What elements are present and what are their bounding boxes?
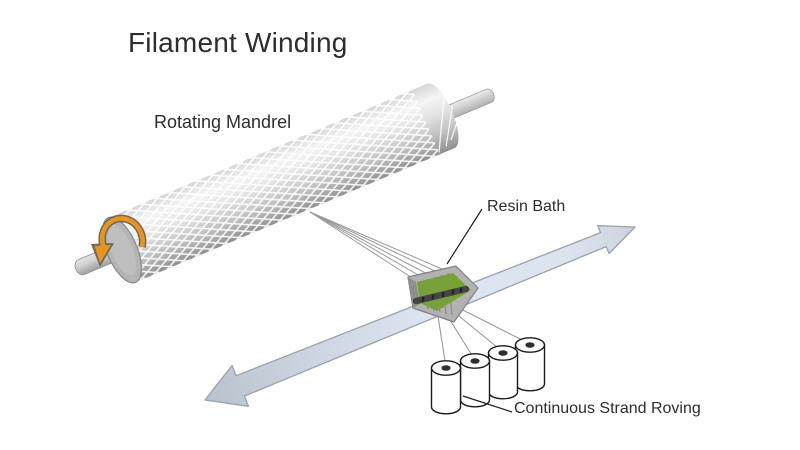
continuous-strand-roving-label: Continuous Strand Roving [514,400,701,417]
resin-bath [407,265,479,323]
roller-segments [421,287,463,302]
fiber-strands-upper [309,211,450,282]
page-title: Filament Winding [128,27,348,58]
mandrel-crosshatch [108,89,440,283]
carriage-travel-arrow [204,225,636,407]
roving-spool [459,353,491,408]
mandrel-shaft-right [446,88,495,120]
rotating-mandrel [74,83,495,284]
roving-spool [514,337,546,392]
roller-bar [412,285,470,305]
roving-spool [430,360,462,415]
leader-line-resin-bath [446,208,483,265]
roving-spools [430,337,546,415]
leader-line-roving [462,395,513,413]
roving-spool [487,345,519,400]
mandrel-end-cap-inner [107,224,137,276]
rotation-arrow-icon [91,214,147,267]
resin-bath-label: Resin Bath [487,198,566,215]
rotating-mandrel-label: Rotating Mandrel [154,112,292,132]
leader-lines [446,208,513,413]
mandrel-sparse-winds [438,97,460,153]
